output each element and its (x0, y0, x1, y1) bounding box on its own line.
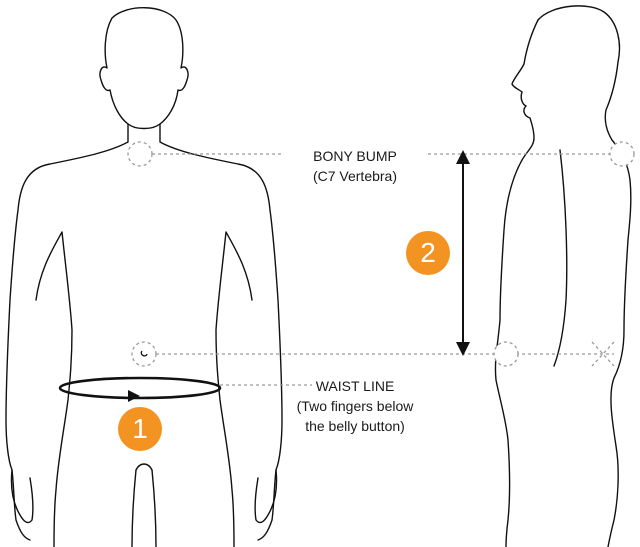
waist-line-note-2: the belly button) (305, 418, 405, 434)
front-body-figure (5, 7, 283, 547)
navel-marker-side (493, 341, 519, 367)
marker-circles (127, 141, 635, 367)
bony-bump-subtitle: (C7 Vertebra) (312, 168, 398, 184)
bony-bump-title: BONY BUMP (313, 148, 397, 164)
waist-arrow-icon (128, 390, 140, 402)
waist-loop (58, 376, 222, 400)
belly-button-icon (140, 350, 148, 357)
guide-lines (152, 153, 614, 386)
waist-line-note-1: (Two fingers below (296, 398, 414, 414)
c7-marker-front (127, 141, 153, 167)
step-2-badge: 2 (406, 231, 450, 275)
c7-marker-side (609, 141, 635, 167)
double-arrow-icon (456, 150, 470, 356)
waist-line-title: WAIST LINE (315, 378, 395, 394)
waist-line-label: WAIST LINE (Two fingers below the belly … (270, 376, 440, 436)
bony-bump-label: BONY BUMP (C7 Vertebra) (280, 146, 430, 186)
side-body-figure (494, 5, 632, 547)
navel-marker-front (131, 341, 157, 367)
step-1-badge: 1 (118, 407, 162, 451)
